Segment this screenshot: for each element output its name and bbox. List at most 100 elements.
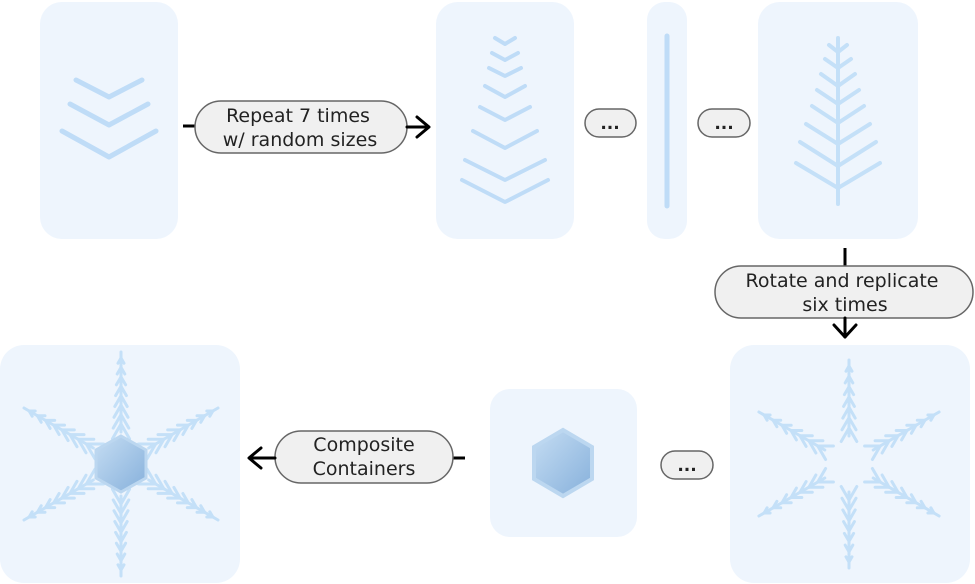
arm-branch	[163, 479, 174, 495]
arm-branch	[847, 520, 856, 533]
arm-branch	[816, 467, 828, 484]
arm-branch	[119, 413, 131, 430]
arm-branch	[843, 543, 851, 554]
arm-branch	[76, 473, 88, 491]
arm-branch	[145, 442, 158, 461]
arm-branch	[880, 439, 891, 455]
arrow-left-bottom	[247, 446, 277, 470]
arm-branch	[909, 423, 918, 435]
svg-text:...: ...	[677, 456, 696, 476]
arm-branch	[119, 375, 128, 387]
arm-branch	[807, 473, 818, 489]
arm-branch	[842, 520, 851, 533]
arm-branch	[52, 423, 61, 436]
arm-branch	[113, 394, 123, 408]
arm-branch	[880, 473, 891, 489]
arm-branch	[199, 414, 207, 424]
snowflake-arms	[757, 358, 941, 570]
arm-branch	[847, 395, 856, 408]
snowflake-final	[22, 350, 220, 578]
chevron-stack-base	[59, 77, 159, 160]
arm-branch	[839, 485, 851, 502]
arm-branch	[84, 442, 97, 461]
ellipsis-pill-top-2: ...	[697, 108, 751, 138]
arm-branch	[84, 467, 97, 486]
arm-branch	[847, 508, 857, 523]
arm-branch	[114, 384, 123, 398]
arm-branch	[35, 504, 43, 514]
arm-branch	[890, 434, 900, 448]
arm-branch	[112, 509, 123, 525]
svg-text:...: ...	[714, 114, 733, 134]
arm-branch	[114, 541, 123, 553]
arm-branch	[119, 403, 130, 419]
arm-branch	[111, 413, 123, 430]
arm-branch	[44, 498, 52, 510]
arm-branch	[119, 498, 131, 515]
repeat-label-line2: w/ random sizes	[223, 129, 377, 151]
arm-branch	[789, 429, 798, 442]
arm-branch	[847, 374, 855, 385]
arm-branch	[119, 487, 132, 506]
panel-chevron-base	[40, 2, 178, 239]
arm-branch	[847, 426, 859, 443]
arm-branch	[190, 418, 198, 430]
arm-branch	[52, 492, 61, 505]
arm-branch	[60, 428, 70, 443]
repeat-pill: Repeat 7 times w/ random sizes	[194, 100, 408, 154]
arm-branch	[68, 433, 79, 449]
arm-branch	[119, 394, 129, 408]
arm-branch	[115, 552, 123, 563]
arm-branch	[119, 384, 128, 398]
arm-branch	[841, 405, 851, 420]
arm-branch	[119, 356, 126, 365]
arrow-right-top	[405, 115, 431, 139]
svg-text:...: ...	[600, 114, 619, 134]
arm-branch	[172, 485, 182, 500]
panel-snowflake-arms	[730, 345, 970, 583]
arm-branch	[900, 429, 909, 442]
arm-branch	[208, 409, 215, 418]
arm-branch	[76, 437, 88, 455]
arm-branch	[798, 480, 808, 494]
arm-branch	[119, 509, 130, 525]
arm-branch	[110, 422, 123, 441]
arm-branch	[114, 530, 123, 544]
arm-branch	[840, 496, 851, 512]
arm-branch	[154, 473, 166, 491]
arm-branch	[762, 506, 769, 515]
arm-branch	[842, 531, 851, 543]
arm-branch	[847, 405, 857, 420]
arm-stem	[147, 478, 220, 522]
arm-branch	[181, 423, 190, 436]
arm-branch	[172, 428, 182, 443]
arm-branch	[847, 385, 856, 397]
hexagon-center	[532, 427, 594, 499]
arm-branch	[840, 416, 851, 432]
arm-branch	[890, 480, 900, 494]
arm-branch	[112, 403, 123, 419]
arm-stem	[147, 406, 220, 450]
composite-label-line2: Containers	[313, 458, 416, 480]
rotate-pill: Rotate and replicate six times	[714, 265, 974, 319]
rotate-label-line1: Rotate and replicate	[746, 270, 939, 292]
composite-pill: Composite Containers	[274, 430, 454, 484]
arm-branch	[119, 422, 132, 441]
arm-branch	[119, 365, 127, 376]
arm-branch	[839, 426, 851, 443]
chevron-stack-repeated	[460, 36, 550, 204]
arm-branch	[870, 467, 882, 484]
repeat-label-line1: Repeat 7 times	[226, 105, 370, 127]
arm-branch	[60, 485, 70, 500]
arm-branch	[111, 498, 123, 515]
arm-branch	[119, 530, 128, 544]
arm-branch	[847, 485, 859, 502]
arm-branch	[119, 520, 129, 534]
ellipsis-pill-top-1: ...	[584, 108, 637, 138]
arm-branch	[841, 508, 851, 523]
arm-branch	[780, 493, 789, 505]
arrow-down	[832, 316, 858, 339]
arm-stem	[22, 478, 95, 522]
arm-branch	[844, 555, 851, 564]
